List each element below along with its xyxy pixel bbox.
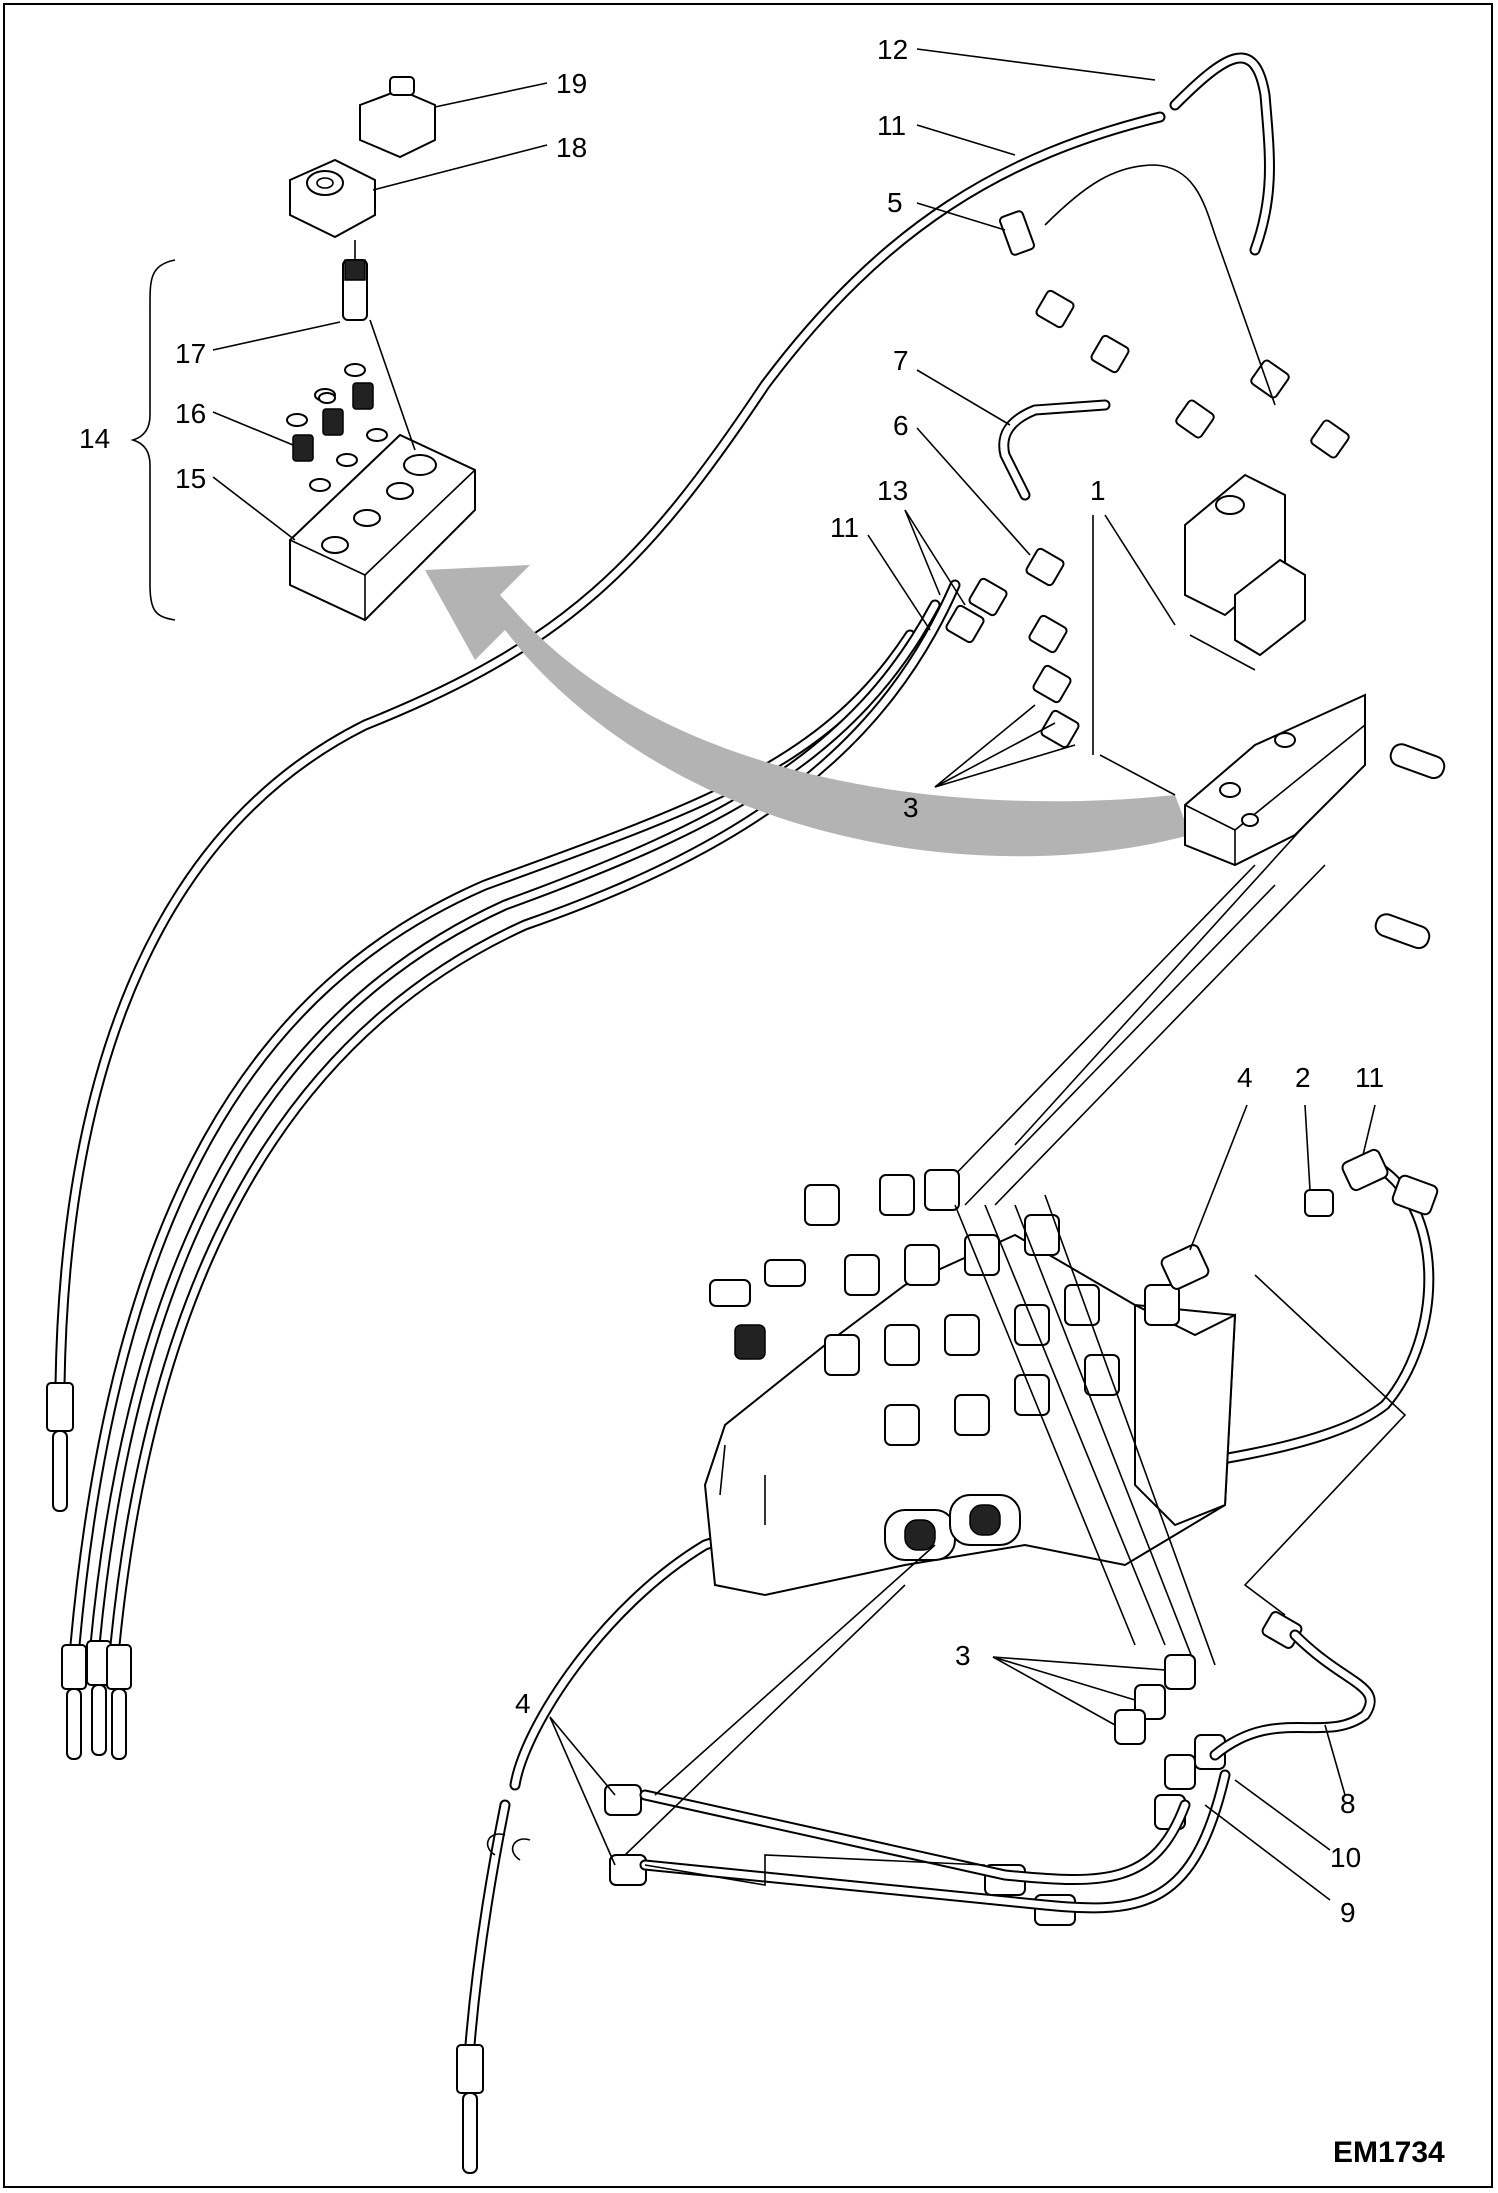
callout-2: 2 xyxy=(1295,1062,1311,1093)
main-control-valve xyxy=(703,1148,1439,1666)
inset-manifold xyxy=(130,76,476,622)
callout-labels: 19 18 17 16 15 14 12 11 5 7 6 13 11 1 3 … xyxy=(79,34,1445,2169)
callout-3-upper: 3 xyxy=(903,792,919,823)
callout-10: 10 xyxy=(1330,1842,1361,1873)
exploded-view-arrow xyxy=(425,565,1190,857)
callout-18: 18 xyxy=(556,132,587,163)
callout-4-lower: 4 xyxy=(515,1688,531,1719)
callout-11-mid: 11 xyxy=(830,512,859,543)
parts-diagram: 19 18 17 16 15 14 12 11 5 7 6 13 11 1 3 … xyxy=(46,34,1446,2174)
callout-6: 6 xyxy=(893,410,909,441)
callout-13: 13 xyxy=(877,475,908,506)
callout-19: 19 xyxy=(556,68,587,99)
hose-group xyxy=(46,52,1435,2174)
callout-11-top: 11 xyxy=(877,110,906,141)
callout-15: 15 xyxy=(175,463,206,494)
callout-1: 1 xyxy=(1090,475,1106,506)
lower-fittings xyxy=(604,1544,1376,1926)
drawing-frame: 19 18 17 16 15 14 12 11 5 7 6 13 11 1 3 … xyxy=(3,3,1493,2188)
callout-16: 16 xyxy=(175,398,206,429)
leader-lines xyxy=(212,48,1376,1901)
callout-14: 14 xyxy=(79,423,110,454)
callout-4-upper: 4 xyxy=(1237,1062,1253,1093)
callout-11-right: 11 xyxy=(1355,1062,1384,1093)
callout-3-lower: 3 xyxy=(955,1640,971,1671)
callout-12: 12 xyxy=(877,34,908,65)
upper-valve-assembly xyxy=(944,164,1446,1206)
callout-9: 9 xyxy=(1340,1897,1356,1928)
callout-5: 5 xyxy=(887,187,903,218)
drawing-code: EM1734 xyxy=(1333,2136,1445,2169)
callout-7: 7 xyxy=(893,345,909,376)
callout-17: 17 xyxy=(175,338,206,369)
callout-8: 8 xyxy=(1340,1788,1356,1819)
